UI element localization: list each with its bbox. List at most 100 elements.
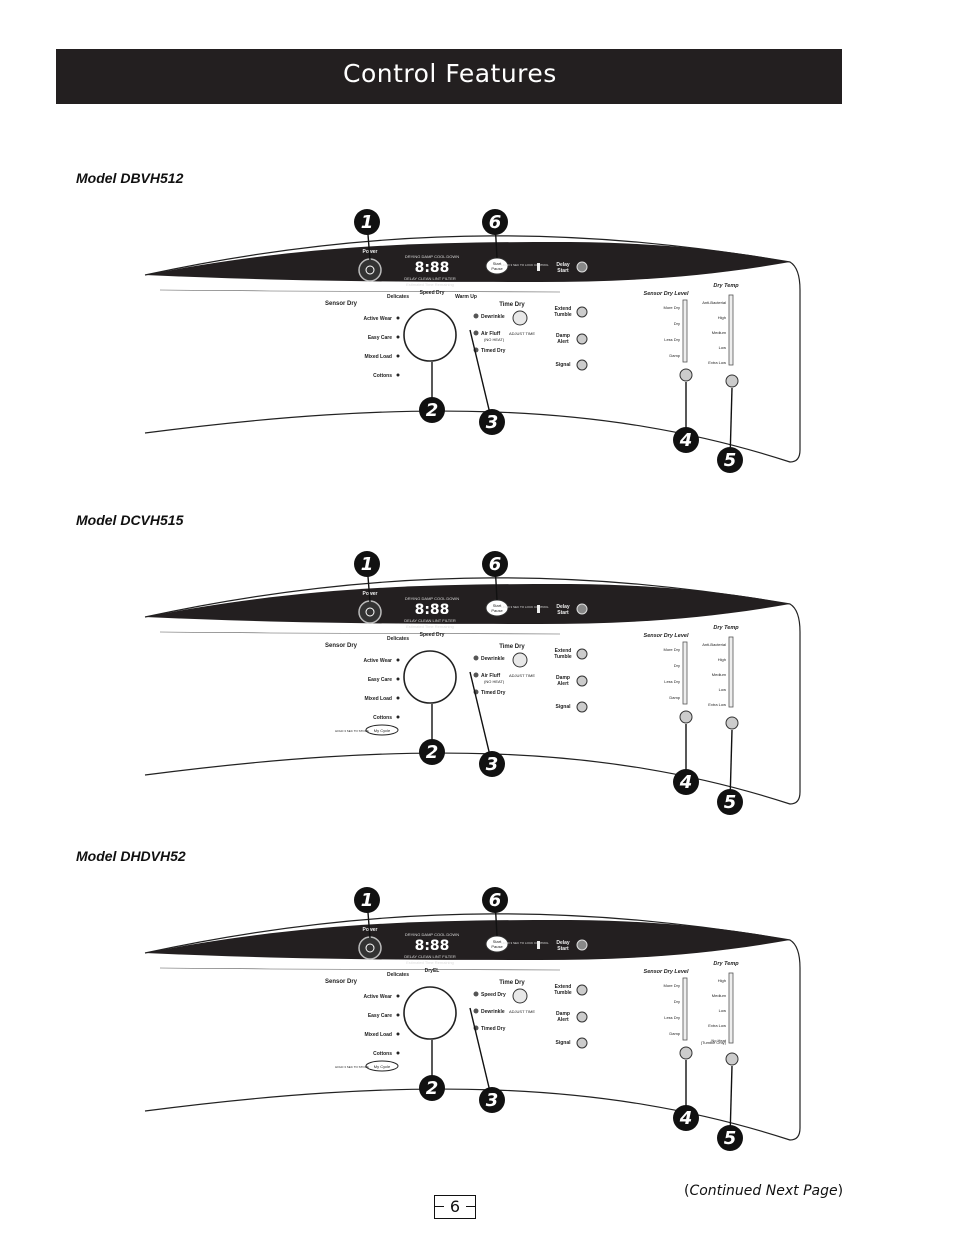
delay-start-button bbox=[576, 939, 588, 951]
callout-number-0: 1 bbox=[361, 890, 374, 911]
page-title: Control Features bbox=[343, 59, 557, 88]
sensor-level-bar bbox=[682, 299, 688, 363]
cycle-top-2: Warm Up bbox=[455, 294, 477, 300]
panel-top-band bbox=[145, 584, 790, 624]
sensor-level-3: Damp bbox=[669, 695, 680, 700]
callout-badge-3 bbox=[479, 409, 505, 435]
dry-temp-label: Dry Temp bbox=[713, 283, 739, 289]
cycle-left-1: Easy Care bbox=[368, 335, 392, 341]
callout-number-5: 5 bbox=[724, 792, 737, 813]
option-label-1: Damp bbox=[556, 333, 570, 339]
callout-badge-1 bbox=[482, 551, 508, 577]
cycle-dot bbox=[396, 677, 400, 681]
start-label: Start bbox=[493, 939, 502, 944]
sensor-level-label: Sensor Dry Level bbox=[644, 969, 689, 975]
callout-badge-0 bbox=[354, 887, 380, 913]
dry-temp-3: Low bbox=[719, 687, 726, 692]
lock-indicator bbox=[537, 605, 540, 613]
cycle-right-dot bbox=[473, 655, 479, 661]
display-top-label: DRYING DAMP COOL DOWN bbox=[405, 596, 459, 601]
sensor-level-0: More Dry bbox=[664, 647, 680, 652]
dry-temp-label: Dry Temp bbox=[713, 961, 739, 967]
display-bottom-label: DELAY CLEAN LINT FILTER bbox=[404, 618, 456, 623]
cycle-left-2: Mixed Load bbox=[364, 696, 392, 702]
my-cycle-label: My Cycle bbox=[374, 728, 391, 733]
display-sub-label: Estimated Time Remaining bbox=[406, 282, 454, 287]
my-cycle-button bbox=[365, 724, 399, 736]
pause-label: Pause bbox=[491, 266, 503, 271]
dry-temp-button bbox=[725, 716, 739, 730]
callout-line-3 bbox=[469, 1007, 493, 1101]
digital-display: 8:88 bbox=[415, 602, 450, 618]
option-button-2 bbox=[576, 1037, 588, 1049]
sensor-level-button bbox=[679, 1046, 693, 1060]
callout-badge-5 bbox=[717, 447, 743, 473]
callout-badge-3 bbox=[479, 1087, 505, 1113]
sensor-level-1: Dry bbox=[674, 999, 680, 1004]
panel-outline bbox=[144, 577, 801, 805]
option-button-1 bbox=[576, 1011, 588, 1023]
cycle-dot bbox=[396, 696, 400, 700]
cycle-dot bbox=[396, 373, 400, 377]
dry-temp-0: High bbox=[718, 978, 726, 983]
my-cycle-hold-label: HOLD 3 SEC TO STORE bbox=[335, 729, 369, 733]
callout-badge-0 bbox=[354, 551, 380, 577]
model-label: Model DCVH515 bbox=[76, 512, 184, 528]
callout-number-1: 6 bbox=[489, 554, 502, 575]
lock-indicator bbox=[537, 941, 540, 949]
callout-number-2: 2 bbox=[426, 1078, 439, 1099]
dry-temp-2: Medium bbox=[712, 330, 727, 335]
cycle-left-1: Easy Care bbox=[368, 677, 392, 683]
sensor-level-2: Less Dry bbox=[664, 1015, 680, 1020]
sensor-level-2: Less Dry bbox=[664, 679, 680, 684]
model-label: Model DBVH512 bbox=[76, 170, 184, 186]
dry-temp-1: Medium bbox=[712, 993, 727, 998]
callout-number-1: 6 bbox=[489, 212, 502, 233]
lock-hold-label: HOLD 3 SEC TO LOCK CONTROL bbox=[501, 263, 549, 267]
callout-badge-1 bbox=[482, 209, 508, 235]
dash-right bbox=[466, 1206, 476, 1207]
cycle-top-1: DryEL bbox=[425, 968, 440, 974]
time-dry-label: Time Dry bbox=[499, 980, 525, 986]
cycle-left-3: Cottons bbox=[373, 715, 392, 721]
option-label-2: Signal bbox=[555, 362, 571, 368]
panel-curve bbox=[159, 631, 561, 635]
panel-curve bbox=[159, 967, 561, 971]
pause-label: Pause bbox=[491, 608, 503, 613]
option-label2-0: Tumble bbox=[554, 654, 572, 660]
callout-number-3: 3 bbox=[486, 754, 499, 775]
time-dry-button bbox=[512, 988, 528, 1004]
air-fluff-sub: (NO HEAT) bbox=[484, 679, 505, 684]
callout-number-4: 4 bbox=[679, 430, 693, 451]
callout-badge-2 bbox=[419, 739, 445, 765]
digital-display: 8:88 bbox=[415, 938, 450, 954]
cycle-right-2: Timed Dry bbox=[481, 348, 506, 354]
option-button-0 bbox=[576, 648, 588, 660]
callout-badge-4 bbox=[673, 769, 699, 795]
adjust-time-label: ADJUST TIME bbox=[509, 1009, 535, 1014]
cycle-right-dot bbox=[473, 313, 479, 319]
option-label2-1: Alert bbox=[557, 339, 569, 345]
sensor-level-2: Less Dry bbox=[664, 337, 680, 342]
sensor-level-3: Damp bbox=[669, 1031, 680, 1036]
sensor-level-bar bbox=[682, 641, 688, 705]
lock-indicator bbox=[537, 263, 540, 271]
pause-label: Pause bbox=[491, 944, 503, 949]
cycle-right-dot bbox=[473, 991, 479, 997]
display-bottom-label: DELAY CLEAN LINT FILTER bbox=[404, 276, 456, 281]
sensor-level-1: Dry bbox=[674, 663, 680, 668]
cycle-left-2: Mixed Load bbox=[364, 1032, 392, 1038]
cycle-dial bbox=[403, 308, 457, 362]
cycle-right-1: Air Fluff bbox=[481, 673, 500, 679]
my-cycle-hold-label: HOLD 3 SEC TO STORE bbox=[335, 1065, 369, 1069]
panel-curve bbox=[159, 289, 561, 293]
delay-label: Delay bbox=[556, 604, 570, 610]
option-button-1 bbox=[576, 675, 588, 687]
option-label-0: Extend bbox=[555, 648, 572, 654]
sensor-level-1: Dry bbox=[674, 321, 680, 326]
power-icon bbox=[365, 607, 375, 617]
digital-display: 8:88 bbox=[415, 260, 450, 276]
cycle-right-0: Speed Dry bbox=[481, 992, 506, 998]
display-bottom-label: DELAY CLEAN LINT FILTER bbox=[404, 954, 456, 959]
